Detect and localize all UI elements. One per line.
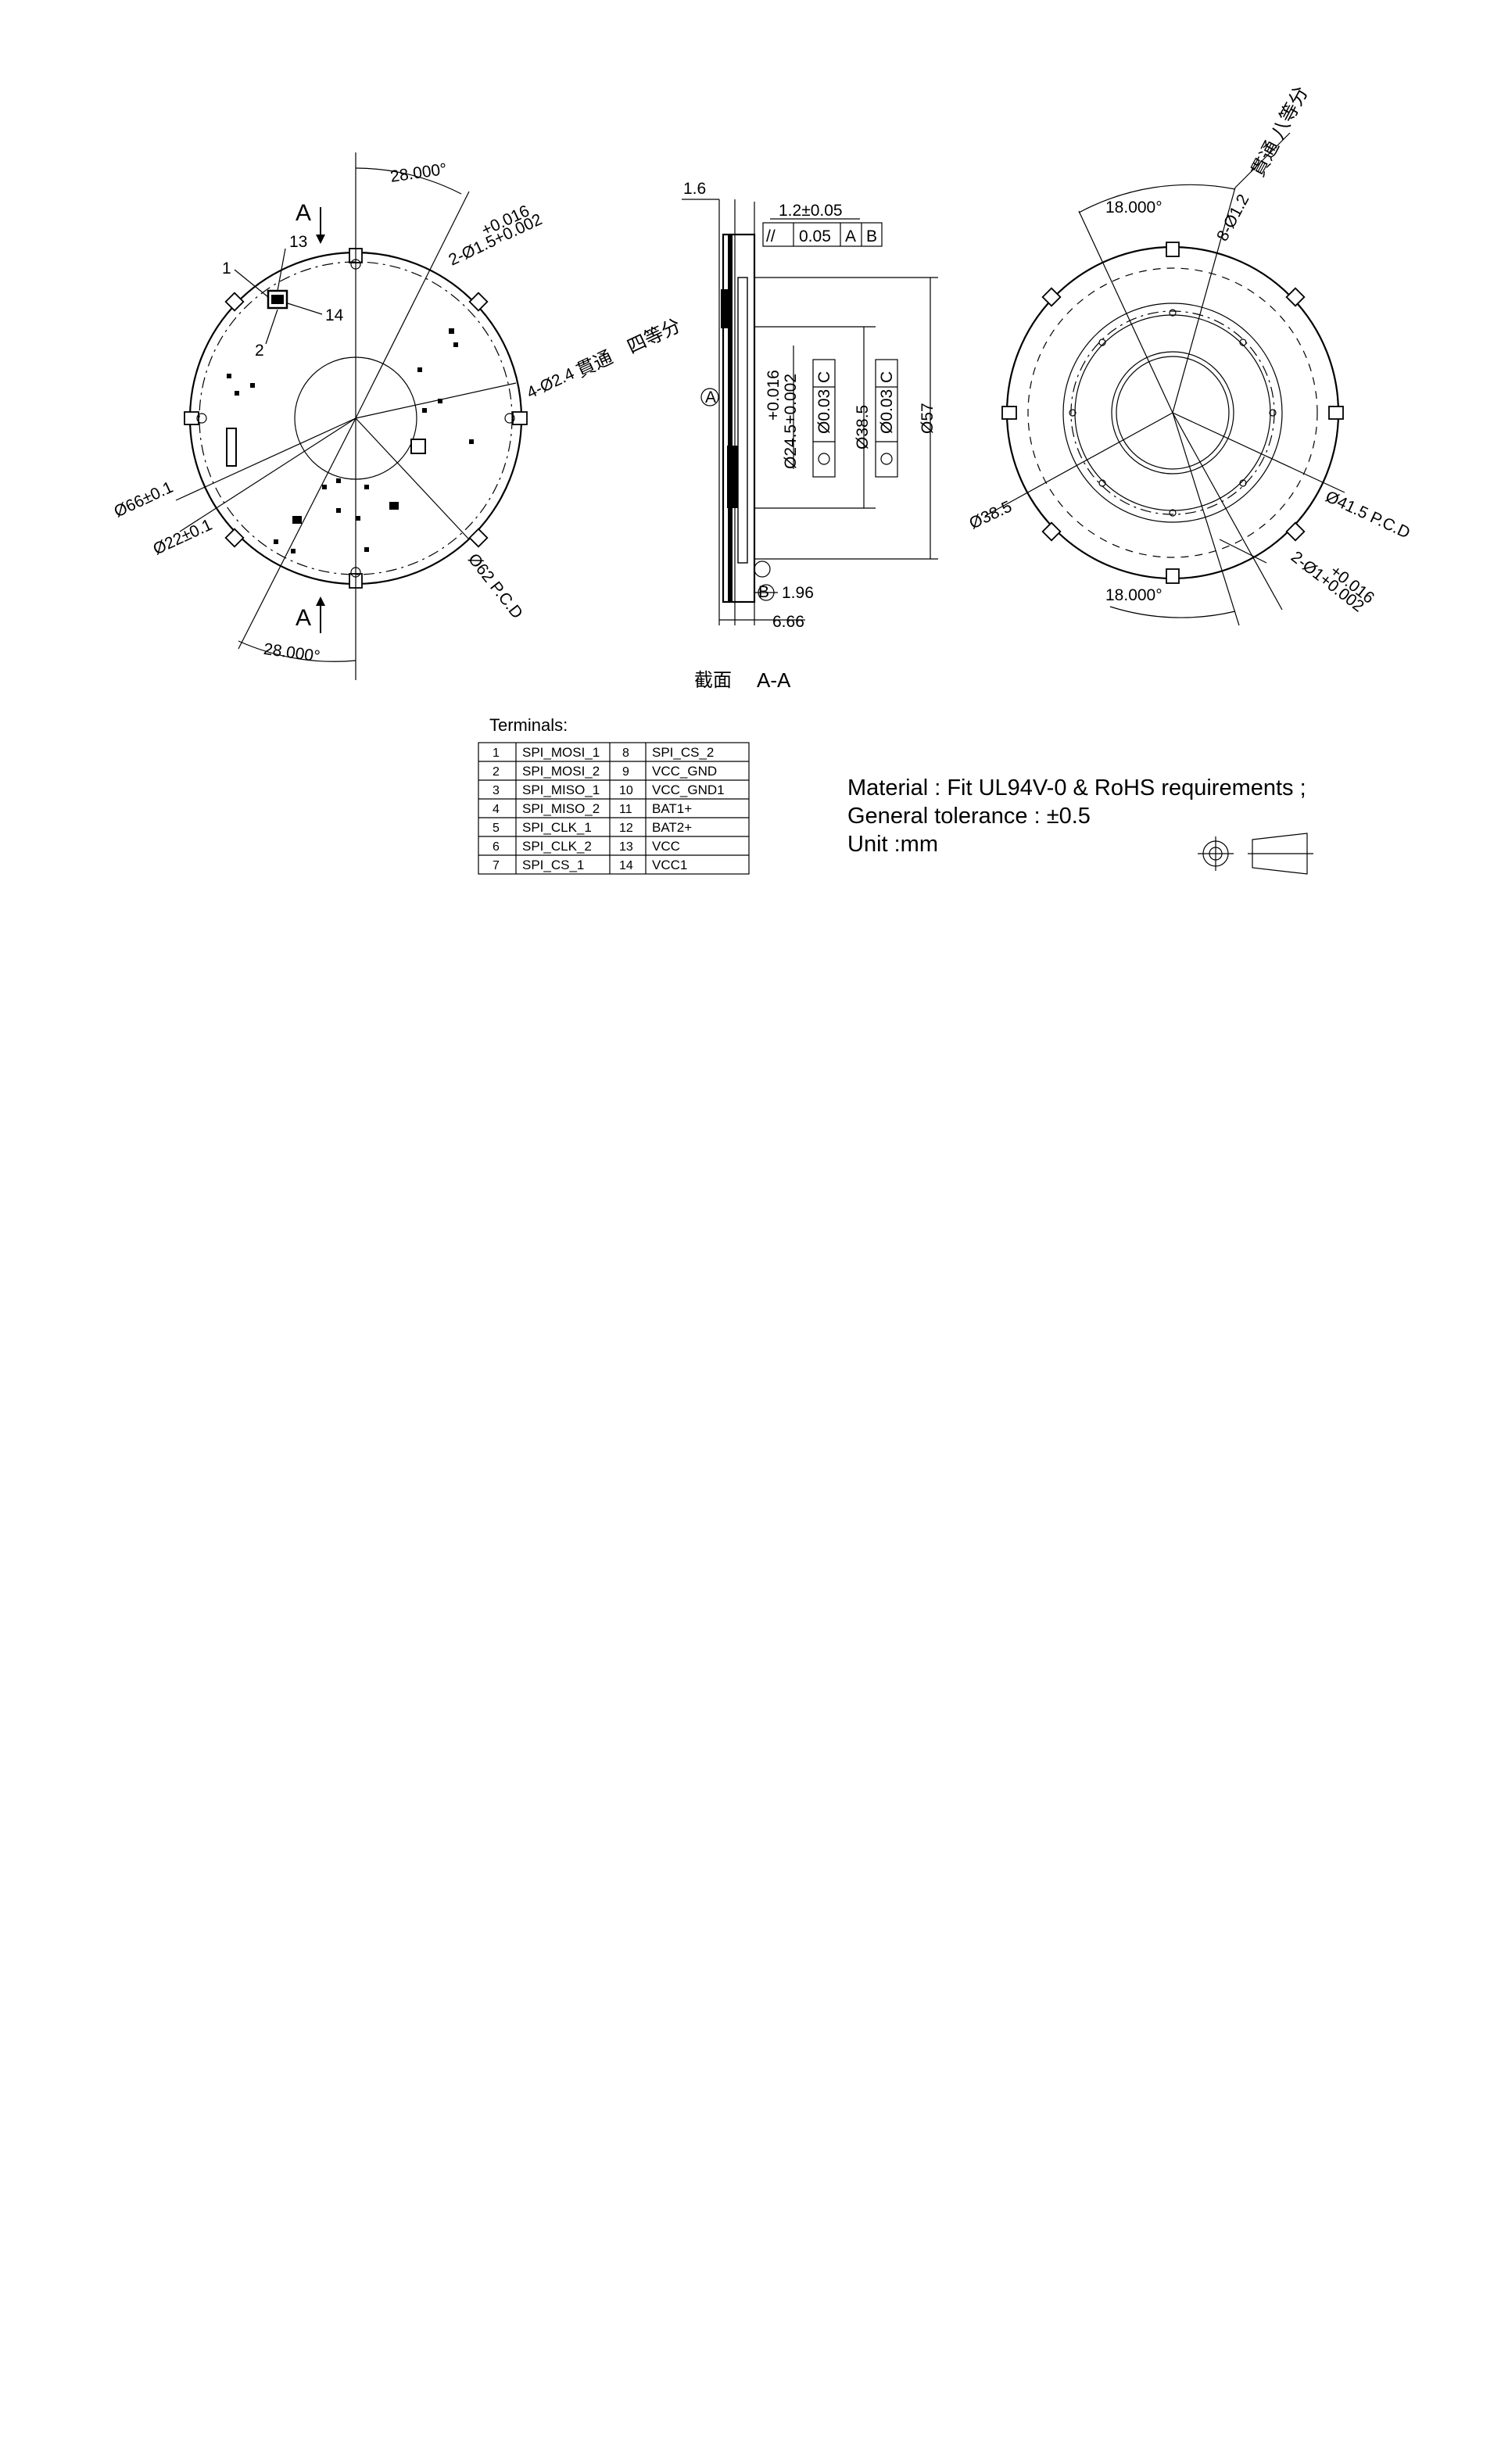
section-view: 1.6 1.2±0.05 // 0.05 A B A B Ø24.5+0.002… <box>682 180 938 692</box>
svg-text:4: 4 <box>493 803 500 816</box>
datum-c-2: C <box>878 371 896 383</box>
pin-label-14: 14 <box>325 306 344 324</box>
section-mark-top: A <box>296 200 311 226</box>
svg-text:VCC1: VCC1 <box>652 858 687 872</box>
section-dim-196: 1.96 <box>782 584 814 602</box>
front-pcd: Ø62 P.C.D <box>464 550 526 622</box>
svg-text:11: 11 <box>619 803 632 816</box>
terminals-title: Terminals: <box>489 715 568 735</box>
svg-text:BAT1+: BAT1+ <box>652 801 692 816</box>
terminals-table: Terminals: 1 SPI_MOSI_1 8 SPI_CS_2 2 SPI… <box>478 715 750 875</box>
back-dash-circle <box>1027 267 1318 558</box>
pin-label-1: 1 <box>222 260 231 278</box>
front-hole4-callout: 4-Ø2.4 <box>524 364 577 402</box>
svg-text:3: 3 <box>493 784 500 797</box>
back-ring-outer <box>1062 303 1283 523</box>
section-caption: A-A <box>757 668 791 692</box>
runout-2: Ø0.03 <box>878 389 896 434</box>
back-ring-mid <box>1074 314 1271 511</box>
parallel-symbol: // <box>766 227 776 245</box>
front-components <box>226 289 474 553</box>
svg-text:2: 2 <box>493 765 500 779</box>
back-hole8-callout: 8-Ø1.2 <box>1213 192 1252 244</box>
parallel-value: 0.05 <box>799 227 831 245</box>
back-bore-outer <box>1111 351 1234 475</box>
table-row: 2 SPI_MOSI_2 9 VCC_GND <box>493 764 717 779</box>
svg-text:SPI_MOSI_1: SPI_MOSI_1 <box>522 745 600 760</box>
back-hole8-note: 貫通 八等分 <box>1247 83 1312 181</box>
svg-text:5: 5 <box>493 822 500 835</box>
svg-text:1: 1 <box>493 747 500 760</box>
section-dim-666: 6.66 <box>772 613 804 631</box>
section-mark-bottom: A <box>296 605 311 631</box>
back-dia-38: Ø38.5 <box>966 498 1015 533</box>
datum-a-circle: A <box>705 389 716 406</box>
table-row: 7 SPI_CS_1 14 VCC1 <box>493 858 687 872</box>
svg-text:SPI_CLK_1: SPI_CLK_1 <box>522 820 592 835</box>
svg-text:8: 8 <box>622 747 629 760</box>
bore-dia: Ø24.5+0.002 <box>782 374 800 469</box>
tolerance-note: General tolerance : ±0.5 <box>847 804 1091 829</box>
table-row: 3 SPI_MISO_1 10 VCC_GND1 <box>493 783 725 797</box>
front-dia-outer: Ø66±0.1 <box>111 478 176 521</box>
section-step: 1.2±0.05 <box>779 202 843 220</box>
section-pcb-layer <box>728 235 733 602</box>
svg-text:14: 14 <box>619 859 633 872</box>
unit-note: Unit :mm <box>847 832 938 857</box>
technical-drawing: 28.000° 28.000° A A 2-Ø1.5+0.002 +0.016 … <box>111 83 1413 875</box>
pin-label-2: 2 <box>255 342 264 360</box>
svg-text:SPI_CLK_2: SPI_CLK_2 <box>522 839 592 854</box>
datum-c-1: C <box>815 371 833 383</box>
svg-text:BAT2+: BAT2+ <box>652 820 692 835</box>
front-view: 28.000° 28.000° A A 2-Ø1.5+0.002 +0.016 … <box>111 152 684 680</box>
svg-text:VCC_GND: VCC_GND <box>652 764 717 779</box>
back-notches <box>1001 242 1344 584</box>
front-notches <box>184 248 528 589</box>
svg-text:SPI_CS_2: SPI_CS_2 <box>652 745 714 760</box>
front-angle-top: 28.000° <box>389 160 448 186</box>
svg-text:SPI_CS_1: SPI_CS_1 <box>522 858 584 872</box>
svg-text:VCC: VCC <box>652 839 680 854</box>
front-dia-inner: Ø22±0.1 <box>150 516 215 559</box>
svg-text:13: 13 <box>619 840 633 854</box>
svg-text:12: 12 <box>619 822 633 835</box>
datum-b-box: B <box>866 227 877 245</box>
svg-text:VCC_GND1: VCC_GND1 <box>652 783 725 797</box>
section-dia-57: Ø57 <box>919 403 937 434</box>
section-thickness: 1.6 <box>683 180 706 198</box>
back-pcd-circle <box>1070 310 1275 515</box>
front-hole <box>504 413 515 424</box>
general-notes: Material : Fit UL94V-0 & RoHS requiremen… <box>847 774 1395 858</box>
front-hole <box>196 413 207 424</box>
bore-tol: +0.016 <box>765 370 783 421</box>
back-view: 18.000° 18.000° 8-Ø1.2 貫通 八等分 Ø38.5 Ø41.… <box>966 83 1413 626</box>
table-row: 5 SPI_CLK_1 12 BAT2+ <box>493 820 692 835</box>
table-row: 1 SPI_MOSI_1 8 SPI_CS_2 <box>493 745 714 760</box>
datum-a-box: A <box>845 227 856 245</box>
back-angle-bottom: 18.000° <box>1105 586 1162 604</box>
datum-b-circle: B <box>758 583 769 601</box>
table-row: 6 SPI_CLK_2 13 VCC <box>493 839 680 854</box>
svg-text:SPI_MOSI_2: SPI_MOSI_2 <box>522 764 600 779</box>
front-angle-bottom: 28.000° <box>263 640 321 666</box>
section-caption-cjk: 截面 <box>694 670 732 691</box>
material-note: Material : Fit UL94V-0 & RoHS requiremen… <box>847 775 1306 800</box>
pin-label-13: 13 <box>289 233 307 251</box>
svg-text:6: 6 <box>493 840 500 854</box>
section-dia-38: Ø38.5 <box>854 405 872 449</box>
table-row: 4 SPI_MISO_2 11 BAT1+ <box>493 801 692 816</box>
front-hole4-note: 貫通 四等分 <box>573 315 684 381</box>
svg-text:9: 9 <box>622 765 629 779</box>
svg-text:SPI_MISO_2: SPI_MISO_2 <box>522 801 600 816</box>
back-bore-inner <box>1116 356 1230 470</box>
svg-text:SPI_MISO_1: SPI_MISO_1 <box>522 783 600 797</box>
projection-symbol-icon <box>1198 833 1313 875</box>
runout-1: Ø0.03 <box>815 389 833 434</box>
back-angle-top: 18.000° <box>1105 199 1162 217</box>
svg-text:10: 10 <box>619 784 633 797</box>
front-pcd-circle <box>199 261 513 575</box>
svg-text:7: 7 <box>493 859 500 872</box>
back-pcd: Ø41.5 P.C.D <box>1323 488 1413 543</box>
